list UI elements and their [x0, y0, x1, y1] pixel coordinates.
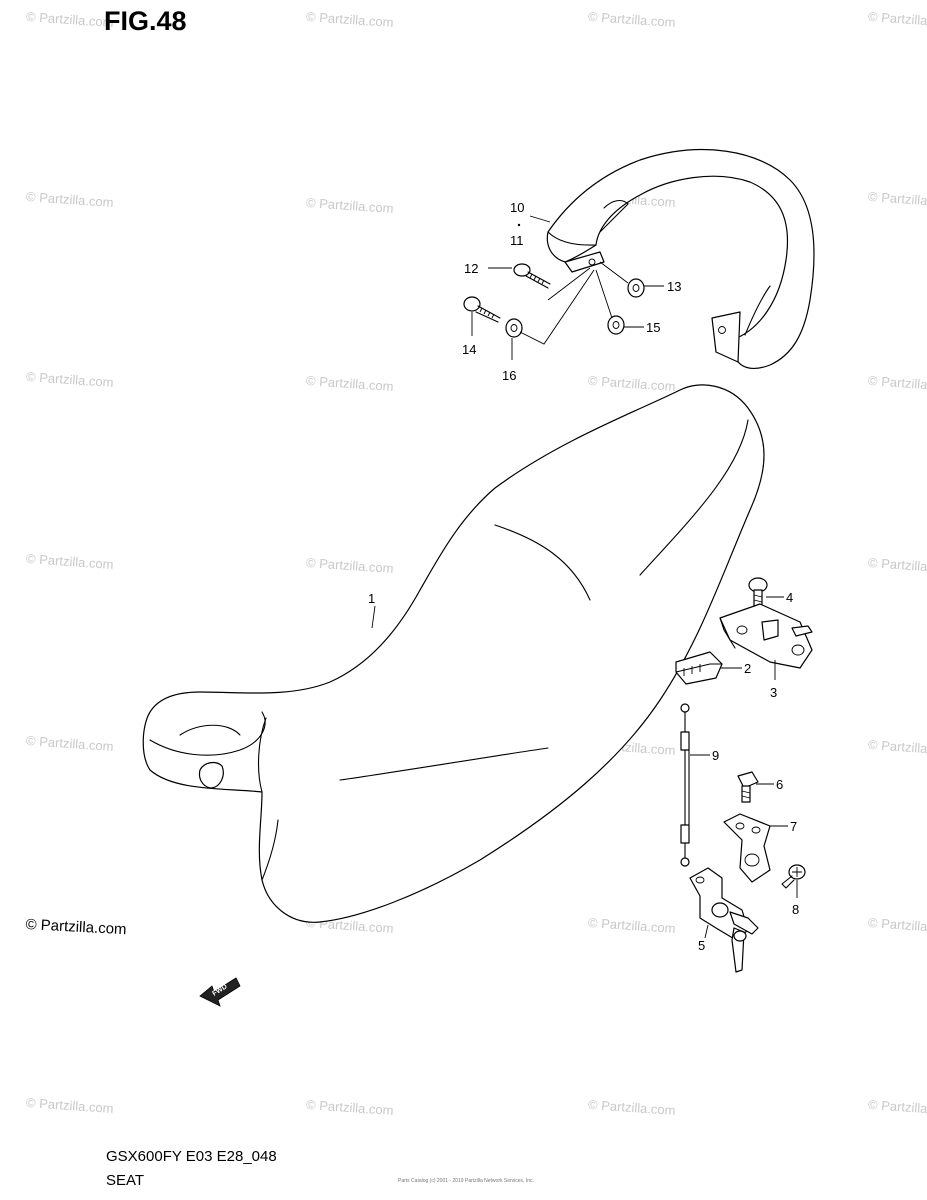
callout-separator-dot [517, 223, 521, 227]
callout-2: 2 [744, 661, 751, 676]
bolt-part [463, 296, 501, 323]
callout-14: 14 [462, 342, 476, 357]
washer-part [505, 318, 523, 338]
callout-11: 11 [510, 233, 524, 248]
callout-15: 15 [646, 320, 660, 335]
grab-handle-part [546, 149, 815, 369]
credit-line: Parts Catalog (c) 2001 - 2019 Partzilla … [398, 1178, 534, 1184]
washer-part [607, 315, 625, 335]
callout-7: 7 [790, 819, 797, 834]
bracket-part [723, 813, 771, 883]
callout-3: 3 [770, 685, 777, 700]
model-code: GSX600FY E03 E28_048 [106, 1148, 277, 1165]
callout-10: 10 [510, 200, 524, 215]
seat-part [142, 384, 765, 923]
section-name: SEAT [106, 1172, 145, 1189]
bolt-part [513, 263, 551, 289]
screw-part [781, 864, 806, 889]
callout-4: 4 [786, 590, 793, 605]
forward-direction-arrow: FWD [199, 977, 241, 1007]
callout-5: 5 [698, 938, 705, 953]
callout-16: 16 [502, 368, 516, 383]
figure-title: FIG.48 [104, 6, 187, 36]
screw-part [748, 577, 768, 607]
callout-8: 8 [792, 902, 799, 917]
cushion-part [675, 651, 723, 685]
callout-13: 13 [667, 279, 681, 294]
bolt-part [737, 771, 759, 803]
callout-1: 1 [368, 591, 375, 606]
washer-part [627, 278, 645, 298]
seat-lock-set-part [689, 867, 759, 973]
callout-9: 9 [712, 748, 719, 763]
callout-12: 12 [464, 261, 478, 276]
seat-lock-bracket-part [719, 603, 813, 669]
cable-part [680, 703, 690, 867]
callout-6: 6 [776, 777, 783, 792]
